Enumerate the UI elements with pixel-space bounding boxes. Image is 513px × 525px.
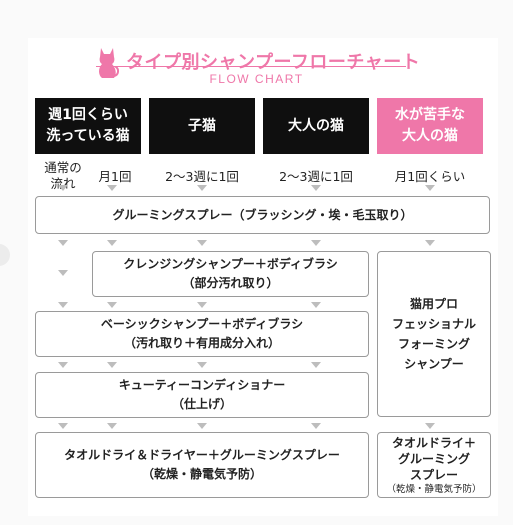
step-towel-dryer-spray: タオルドライ＆ドライヤー＋グルーミングスプレー （乾燥・静電気予防） [35, 432, 369, 498]
flow-arrow [197, 302, 207, 308]
frequency-water-averse-cat: 月1回くらい [394, 169, 466, 184]
title-row: タイプ別シャンプーフローチャート [94, 42, 420, 82]
title-underline [96, 66, 406, 67]
frequency-kitten: 2〜3週に1回 [165, 169, 239, 184]
flow-arrow [107, 423, 117, 429]
flow-arrow [311, 185, 321, 191]
header-kitten: 子猫 [149, 98, 255, 154]
flow-arrow [58, 423, 68, 429]
flow-arrow [58, 270, 68, 276]
flow-arrow [58, 302, 68, 308]
flow-arrow [425, 240, 435, 246]
flow-arrow [107, 362, 117, 368]
step-towel-spray-note: （乾燥・静電気予防） [386, 483, 482, 495]
header-weekly-cat: 週1回くらい 洗っている猫 [35, 98, 141, 154]
flow-arrow [197, 362, 207, 368]
flow-arrow [107, 240, 117, 246]
flow-arrow [58, 362, 68, 368]
step-cuticle-conditioner: キューティーコンディショナー （仕上げ） [35, 372, 369, 418]
cat-icon [99, 48, 120, 78]
step-basic-shampoo: ベーシックシャンプー＋ボディブラシ （汚れ取り＋有用成分入れ） [35, 311, 369, 357]
flow-arrow [197, 185, 207, 191]
page-subtitle: FLOW CHART [209, 72, 304, 86]
flow-arrow [311, 302, 321, 308]
page-title: タイプ別シャンプーフローチャート [126, 52, 421, 73]
flow-arrow [58, 185, 68, 191]
flow-arrow [311, 423, 321, 429]
edge-dot [0, 244, 10, 266]
flow-arrow [107, 185, 117, 191]
flow-arrow [197, 423, 207, 429]
step-cleansing-shampoo: クレンジングシャンプー＋ボディブラシ （部分汚れ取り） [92, 251, 369, 297]
flow-arrow [107, 302, 117, 308]
header-adult-cat: 大人の猫 [263, 98, 369, 154]
flow-arrow [425, 423, 435, 429]
frequency-row-label: 通常の 流れ [44, 160, 82, 191]
frequency-adult-cat: 2〜3週に1回 [279, 169, 353, 184]
step-foaming-shampoo: 猫用プロ フェッショナル フォーミング シャンプー [377, 251, 491, 417]
step-towel-spray: タオルドライ＋ グルーミング スプレー （乾燥・静電気予防） [377, 432, 491, 498]
step-grooming-spray: グルーミングスプレー（ブラッシング・埃・毛玉取り） [35, 196, 490, 234]
flow-arrow [311, 240, 321, 246]
flow-arrow [197, 240, 207, 246]
flow-arrow [311, 362, 321, 368]
flow-arrow [58, 240, 68, 246]
flow-arrow [425, 185, 435, 191]
step-towel-spray-label: タオルドライ＋ グルーミング スプレー [391, 435, 476, 482]
frequency-weekly-cat: 月1回 [98, 169, 132, 184]
header-water-averse-cat: 水が苦手な 大人の猫 [377, 98, 483, 154]
